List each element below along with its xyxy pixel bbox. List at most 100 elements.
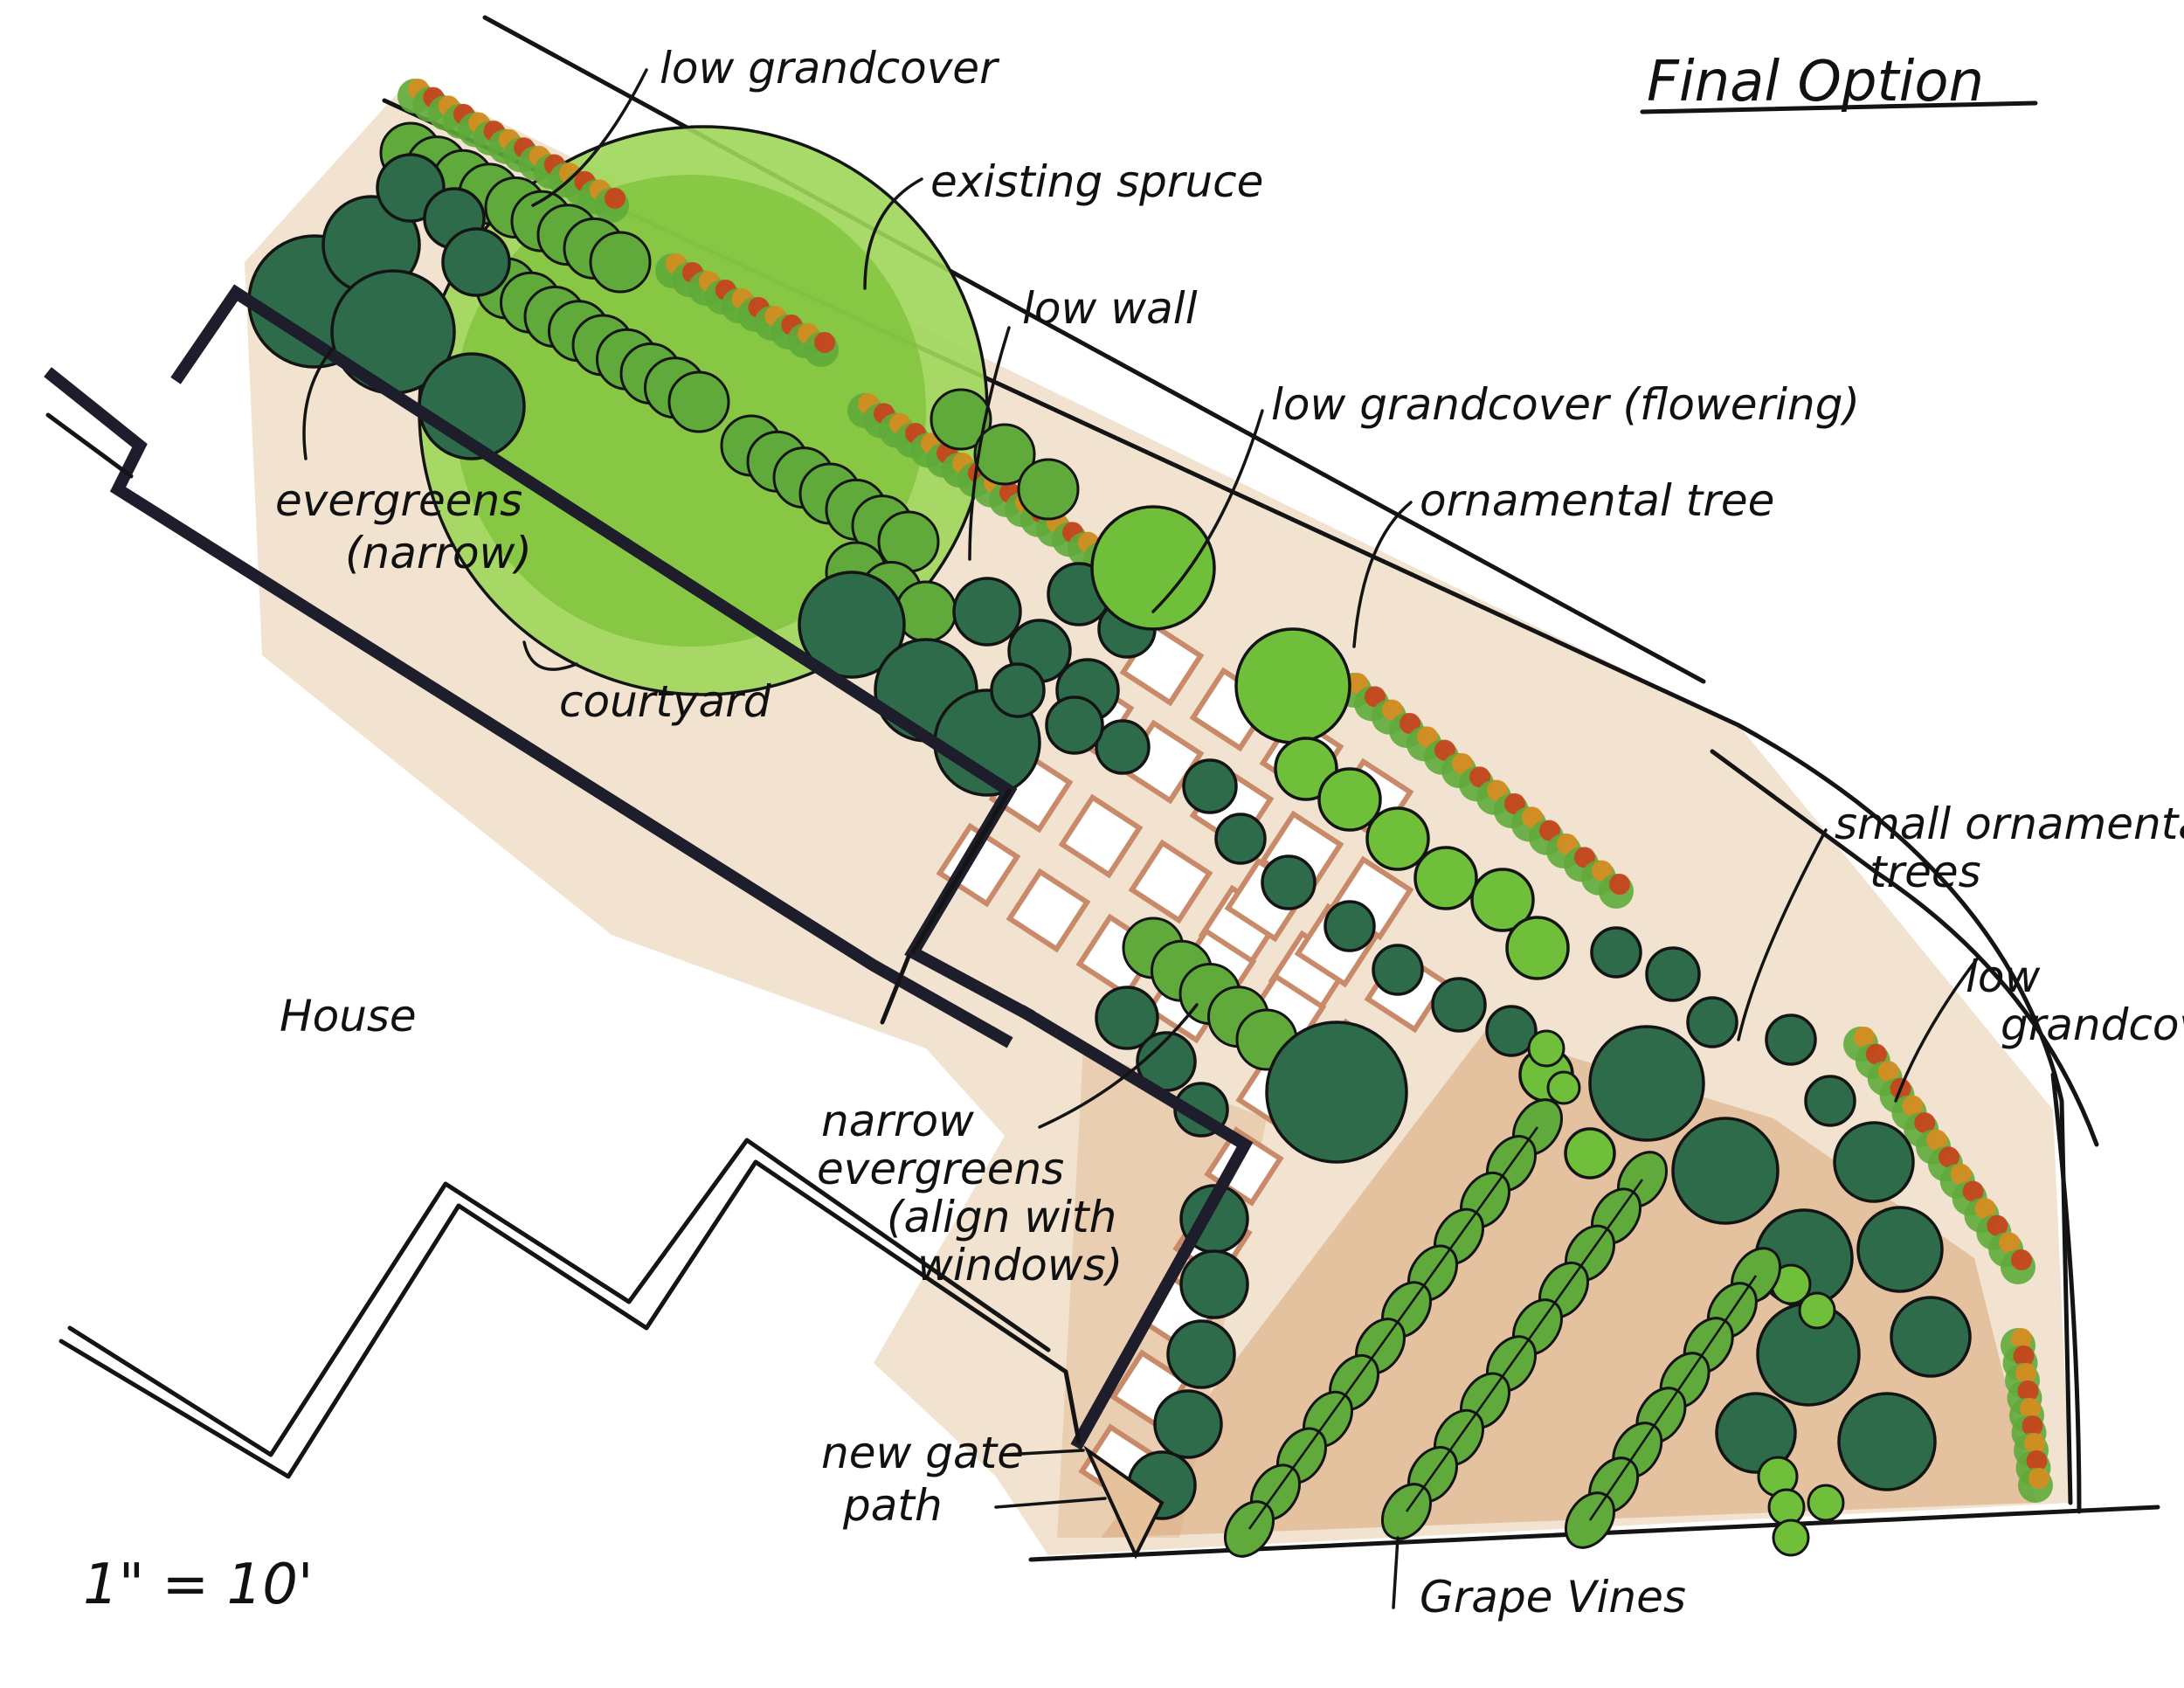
flower-blob xyxy=(1365,686,1386,708)
flower-blob xyxy=(2015,1363,2036,1384)
ornamental-tree xyxy=(1856,1206,1944,1293)
shrub-blob xyxy=(930,388,992,451)
ornamental-tree xyxy=(1234,627,1351,744)
flower-blob xyxy=(1557,834,1578,854)
flower-blob xyxy=(1487,779,1508,801)
vine-trellis xyxy=(1248,1126,1539,1530)
flower-blob xyxy=(1592,860,1613,882)
flower-blob xyxy=(605,188,625,209)
labels: Final Option low grandcover existing spr… xyxy=(83,43,2184,1622)
evergreen-tree xyxy=(1590,926,1642,979)
small-tree xyxy=(1767,1488,1806,1526)
house-walls xyxy=(44,284,1254,1479)
flower-blob xyxy=(1347,673,1368,694)
flower-blob xyxy=(1504,793,1525,814)
evergreen-tree xyxy=(1686,996,1738,1048)
shrub-rows xyxy=(379,121,1298,1071)
evergreen-tree xyxy=(1372,944,1424,996)
ornamental-tree xyxy=(1365,806,1430,871)
flower-blob xyxy=(1382,699,1403,721)
ornamental-tree xyxy=(1715,1392,1797,1474)
leader-lines xyxy=(302,68,1980,1609)
grape-vine-rows xyxy=(1223,1098,1782,1558)
flower-blob xyxy=(1974,1198,1996,1220)
evergreen-tree xyxy=(1153,1389,1223,1459)
vine-trellis xyxy=(1405,1179,1644,1512)
small-tree xyxy=(1807,1484,1845,1522)
paver xyxy=(1006,868,1091,953)
flower-blob xyxy=(2011,1249,2032,1270)
evergreen-tree xyxy=(1261,854,1317,910)
flower-blob xyxy=(1902,1095,1924,1117)
ornamental-tree xyxy=(1413,846,1478,910)
ornamental-tree xyxy=(1090,505,1216,631)
evergreen-tree xyxy=(1485,1005,1538,1057)
label-evergreens-narrow-1: evergreens xyxy=(275,475,522,526)
label-small-ornamental-trees-1: small ornamental xyxy=(1835,799,2184,849)
evergreen-tree xyxy=(1179,1249,1249,1319)
flower-blob xyxy=(1452,753,1473,774)
flower-blob xyxy=(1914,1112,1936,1134)
label-ornamental-tree: ornamental tree xyxy=(1420,475,1774,526)
flower-blob xyxy=(1400,713,1420,734)
evergreen-tree xyxy=(1431,977,1487,1033)
small-tree xyxy=(1546,1070,1581,1105)
label-narrow-evergreens-2: evergreens xyxy=(817,1144,1064,1194)
flower-blob xyxy=(814,332,835,353)
evergreen-tree xyxy=(1095,986,1159,1050)
label-evergreens-narrow-2: (narrow) xyxy=(345,528,532,578)
ornamental-tree xyxy=(1274,737,1338,801)
label-narrow-evergreens-4: windows) xyxy=(917,1240,1123,1290)
flower-blob xyxy=(2017,1380,2039,1401)
ornamental-tree xyxy=(1588,1025,1705,1142)
flower-blob xyxy=(1999,1232,2021,1254)
flower-blob xyxy=(1950,1163,1972,1185)
label-courtyard: courtyard xyxy=(559,676,771,727)
ornamental-tree xyxy=(1837,1392,1937,1491)
scale-note: 1" = 10' xyxy=(83,1553,314,1617)
flower-blob xyxy=(1865,1043,1887,1065)
paver xyxy=(1128,839,1213,924)
label-new-gate: new gate xyxy=(821,1428,1024,1478)
shrub-blob xyxy=(973,423,1036,486)
flower-blob xyxy=(2026,1450,2048,1471)
flower-blob xyxy=(1469,766,1490,788)
evergreen-tree xyxy=(1182,758,1238,814)
ornamental-tree xyxy=(1833,1121,1915,1203)
label-low-groundcover-right-2: grandcover xyxy=(2001,1000,2184,1050)
label-low-groundcover-flowering: low grandcover (flowering) xyxy=(1271,379,1860,430)
evergreen-tree xyxy=(798,571,906,679)
flower-blob xyxy=(2022,1415,2043,1436)
vine-trellis xyxy=(1588,1275,1758,1521)
ornamental-tree xyxy=(1671,1117,1780,1225)
label-low-wall: low wall xyxy=(1022,283,1198,334)
evergreen-tree xyxy=(1324,900,1376,952)
evergreen-tree xyxy=(1045,695,1104,755)
flower-blob xyxy=(1877,1061,1899,1083)
ornamental-tree xyxy=(1317,767,1382,832)
evergreen-tree xyxy=(990,662,1046,718)
label-low-groundcover-right-1: low xyxy=(1966,951,2040,1002)
label-path: path xyxy=(842,1480,943,1531)
label-narrow-evergreens-3: (align with xyxy=(887,1192,1116,1242)
paver xyxy=(1058,793,1144,879)
evergreen-tree xyxy=(1166,1319,1236,1389)
flower-blob xyxy=(2011,1328,2032,1349)
label-house: House xyxy=(280,991,417,1041)
flower-blob xyxy=(1962,1180,1984,1202)
label-low-groundcover-top: low grandcover xyxy=(660,43,1000,93)
flower-blob xyxy=(1539,820,1560,841)
flower-blob xyxy=(1522,806,1543,828)
tree-circles xyxy=(247,153,1972,1557)
evergreen-tree xyxy=(1095,719,1151,775)
small-tree xyxy=(1772,1519,1810,1557)
shrub-blob xyxy=(589,231,652,294)
flower-blob xyxy=(2028,1468,2049,1489)
small-tree xyxy=(1527,1029,1565,1068)
label-small-ornamental-trees-2: trees xyxy=(1870,847,1981,897)
flower-blob xyxy=(1938,1146,1959,1168)
new-gate-path xyxy=(1083,1445,1165,1560)
shrub-blob xyxy=(1017,458,1080,521)
flower-blob xyxy=(1926,1129,1948,1151)
